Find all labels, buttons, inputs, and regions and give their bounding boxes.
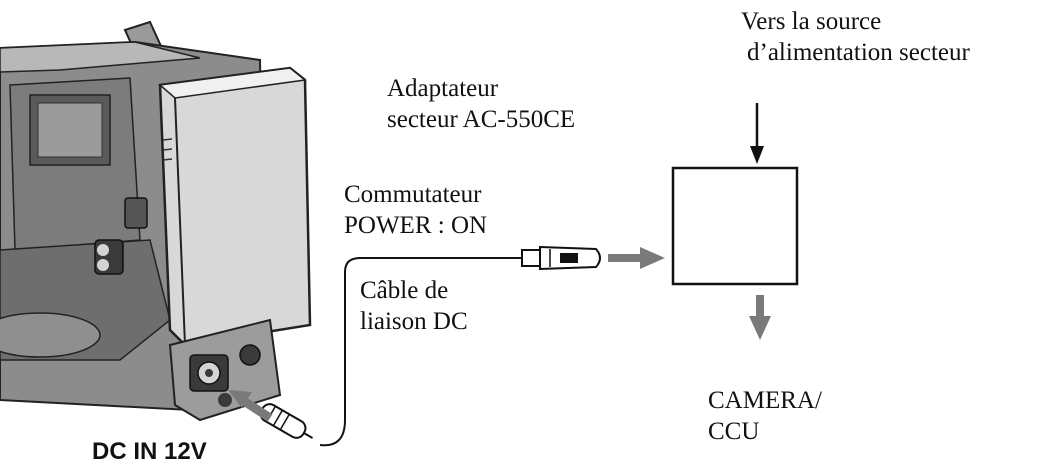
ac-adapter-box [671, 166, 799, 286]
dc-cable [319, 257, 522, 447]
dc-plug-connector-icon [521, 245, 601, 271]
dc-cable-label: Câble de liaison DC [360, 275, 468, 337]
mains-arrow-icon [750, 103, 764, 164]
adapter-line1: Adaptateur [387, 75, 499, 102]
mains-source-label: Vers la source d’alimentation secteur [741, 6, 970, 68]
dc-cable-line2: liaison DC [360, 308, 468, 335]
dc-in-arrow-icon [228, 390, 273, 422]
power-switch-label: Commutateur POWER : ON [344, 179, 487, 241]
camera-ccu-line1: CAMERA/ [708, 387, 822, 414]
camera-ccu-label: CAMERA/ CCU [708, 385, 822, 447]
power-switch-line2: POWER : ON [344, 212, 488, 239]
camera-ccu-line2: CCU [708, 418, 760, 445]
output-arrow-icon [749, 295, 771, 340]
adapter-input-arrow-icon [608, 247, 665, 269]
mains-source-line2: d’alimentation secteur [747, 39, 970, 66]
adapter-line2: secteur AC-550CE [387, 106, 576, 133]
camcorder-illustration [0, 20, 312, 422]
mains-source-line1: Vers la source [741, 8, 882, 35]
dc-cable-line1: Câble de [360, 277, 449, 304]
camera-plug-icon [259, 403, 314, 439]
dc-in-label: DC IN 12V [92, 438, 207, 465]
power-switch-line1: Commutateur [344, 181, 482, 208]
adapter-label: Adaptateur secteur AC-550CE [387, 73, 575, 135]
